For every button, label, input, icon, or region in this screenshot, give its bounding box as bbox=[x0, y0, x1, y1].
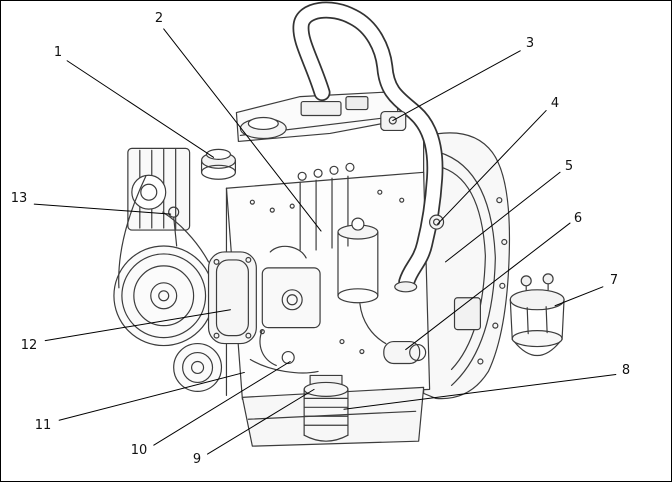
callout-label-6: 6 bbox=[573, 211, 583, 226]
breather-cap bbox=[239, 116, 287, 140]
crank-pulley bbox=[113, 175, 223, 392]
gear-cover bbox=[207, 251, 257, 345]
oil-filter bbox=[303, 374, 349, 442]
leader-line-6 bbox=[405, 222, 571, 351]
injection-pump bbox=[259, 245, 321, 367]
hoses bbox=[249, 303, 387, 374]
leader-line-13 bbox=[33, 203, 172, 215]
leader-line-10 bbox=[153, 361, 291, 446]
fuel-filter bbox=[337, 217, 379, 304]
callout-label-10: 10 bbox=[130, 443, 148, 458]
leader-line-1 bbox=[66, 60, 215, 158]
callout-label-4: 4 bbox=[550, 96, 560, 111]
callout-label-8: 8 bbox=[621, 363, 631, 378]
front-lift-bracket bbox=[429, 214, 445, 230]
oil-filler-cap bbox=[200, 148, 237, 180]
rear-lift-bracket bbox=[380, 110, 407, 132]
flywheel-housing bbox=[423, 132, 511, 400]
starter-motor bbox=[383, 340, 427, 365]
leader-line-7 bbox=[554, 286, 604, 307]
callout-label-13: 13 bbox=[10, 191, 28, 206]
callout-label-9: 9 bbox=[192, 452, 202, 467]
leader-line-9 bbox=[207, 388, 315, 455]
engine-block bbox=[225, 162, 431, 447]
leader-line-3 bbox=[392, 50, 521, 121]
callout-label-2: 2 bbox=[154, 11, 164, 26]
leader-line-2 bbox=[163, 28, 322, 232]
exhaust-pipe bbox=[292, 1, 444, 293]
leader-line-12 bbox=[44, 309, 231, 342]
callout-label-5: 5 bbox=[564, 159, 574, 174]
callout-label-1: 1 bbox=[53, 45, 63, 60]
leader-line-11 bbox=[58, 371, 245, 421]
callout-label-7: 7 bbox=[609, 273, 619, 288]
alternator bbox=[127, 147, 191, 231]
callout-label-12: 12 bbox=[20, 338, 38, 353]
callout-label-3: 3 bbox=[525, 36, 535, 51]
leader-line-5 bbox=[445, 171, 561, 263]
callout-label-11: 11 bbox=[34, 418, 52, 433]
leader-lines bbox=[33, 28, 617, 455]
leader-line-8 bbox=[343, 373, 617, 410]
water-separator bbox=[509, 273, 565, 357]
leader-line-4 bbox=[437, 110, 547, 225]
dipstick bbox=[168, 206, 180, 247]
